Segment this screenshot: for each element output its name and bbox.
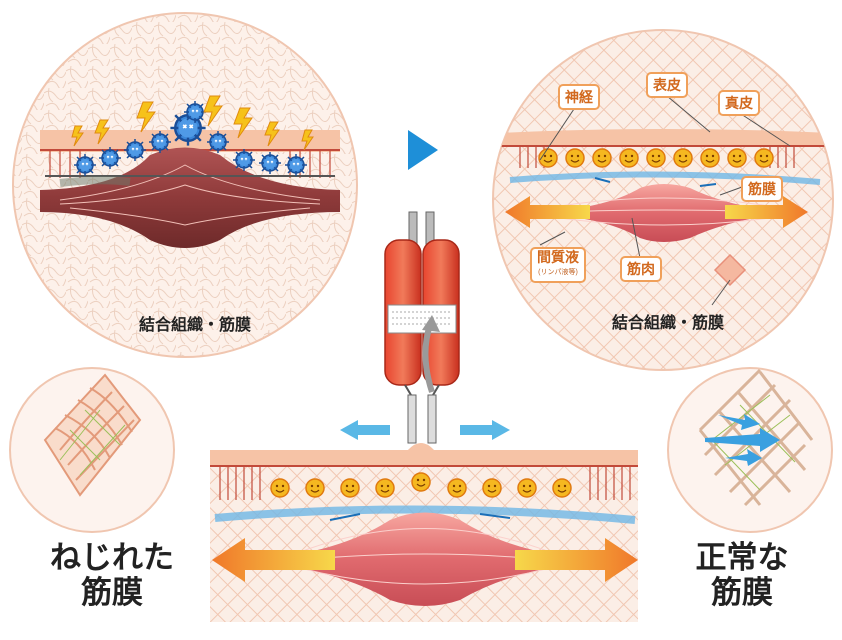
twisted-mesh-circle xyxy=(9,367,175,533)
bacteria-icon xyxy=(284,153,308,177)
muscle-tag: 筋肉 xyxy=(620,256,662,282)
bacteria-icon xyxy=(148,130,172,154)
mesh-icon xyxy=(43,373,142,497)
twisted-fascia-circle: 結合組織・筋膜 xyxy=(12,12,358,358)
normal-fascia-caption: 正常な 筋膜 xyxy=(695,540,789,610)
expansion-arrows-bottom xyxy=(212,538,638,582)
smiley-cell-icon xyxy=(727,148,747,168)
twisted-fascia-caption: ねじれた 筋膜 xyxy=(50,540,174,610)
dermis-tag: 真皮 xyxy=(718,90,760,116)
smiley-cell-icon xyxy=(552,478,572,498)
nerve-cells xyxy=(538,148,774,168)
spread-arrows xyxy=(340,420,510,440)
interstitial-fluid-tag: 間質液 (リンパ液等) xyxy=(530,247,586,283)
smiley-cell-icon xyxy=(270,478,290,498)
smiley-cell-icon xyxy=(340,478,360,498)
bacteria-icon xyxy=(232,148,256,172)
tissue-label: 結合組織・筋膜 xyxy=(139,315,251,334)
smiley-cell-icon xyxy=(646,148,666,168)
smiley-cell-icon xyxy=(375,478,395,498)
smiley-cell-icon xyxy=(482,478,502,498)
bacteria-icon xyxy=(98,146,122,170)
smiley-cell-icon xyxy=(565,148,585,168)
syringe-icon xyxy=(384,211,460,444)
lightning-icon xyxy=(71,95,314,151)
bacteria-icon xyxy=(206,130,230,154)
smiley-cell-icon xyxy=(754,148,774,168)
play-arrow-icon xyxy=(408,130,438,170)
smiley-cell-icon xyxy=(411,472,431,492)
bacteria-icon xyxy=(258,151,282,175)
normal-mesh-circle xyxy=(667,367,833,533)
smiley-cell-icon xyxy=(447,478,467,498)
smiley-cell-icon xyxy=(305,478,325,498)
smiley-cell-icon xyxy=(517,478,537,498)
fascia-tag: 筋膜 xyxy=(741,176,783,202)
bacteria-icon xyxy=(123,138,147,162)
bacteria-icon xyxy=(183,100,207,124)
mesh-icon xyxy=(713,253,747,287)
tissue-label-right: 結合組織・筋膜 xyxy=(612,313,724,332)
bacteria-icon xyxy=(73,153,97,177)
smiley-cell-icon xyxy=(673,148,693,168)
bottom-cross-section xyxy=(210,443,638,622)
expansion-arrows xyxy=(505,196,808,228)
nerve-tag: 神経 xyxy=(558,84,600,110)
smiley-cell-icon xyxy=(592,148,612,168)
smiley-cell-icon xyxy=(700,148,720,168)
epidermis-tag: 表皮 xyxy=(646,72,688,98)
smiley-cell-icon xyxy=(619,148,639,168)
mesh-icon xyxy=(698,368,814,507)
